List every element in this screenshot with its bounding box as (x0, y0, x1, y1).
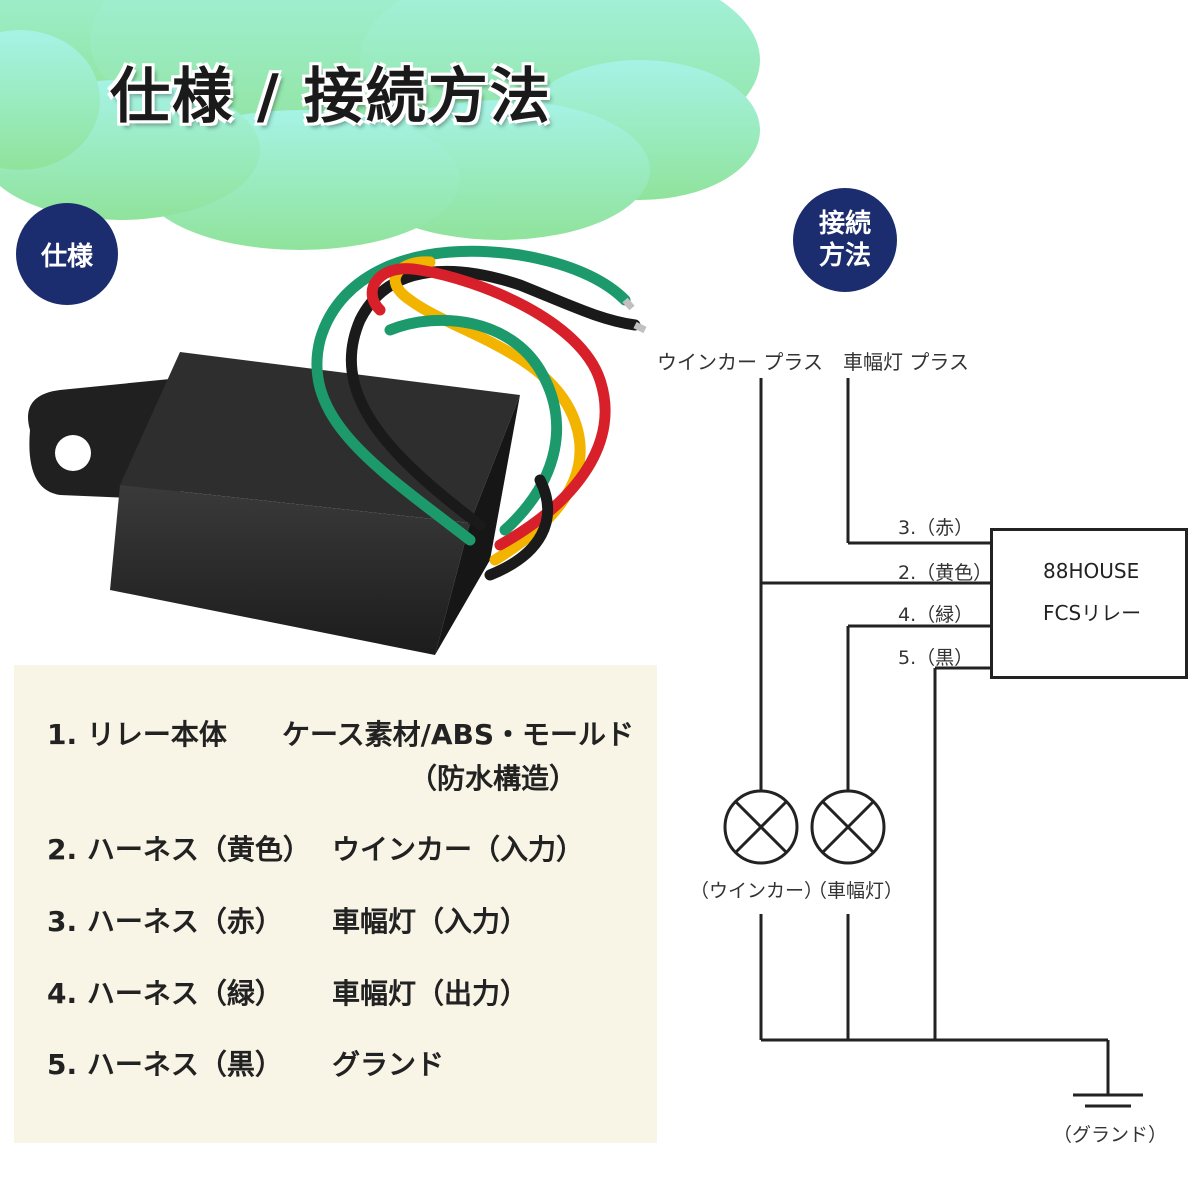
wire-yellow-label: 2.（黄色） (898, 562, 993, 584)
spec-row-1-value: ケース素材/ABS・モールド (282, 718, 635, 751)
wiring-diagram (759, 378, 1110, 1095)
relay-box: 88HOUSE FCSリレー (990, 528, 1188, 679)
marker-plus-label: 車幅灯 プラス (843, 350, 969, 374)
winker-plus-label: ウインカー プラス (657, 350, 823, 374)
winker-lamp-label: （ウインカー） (690, 880, 824, 902)
spec-row-4-label: 4. ハーネス（緑） (47, 977, 283, 1010)
marker-lamp-icon (810, 789, 886, 865)
spec-row-3-value: 車幅灯（入力） (332, 905, 529, 938)
page-title: 仕様 / 接続方法 (110, 62, 552, 132)
spec-row-4-value: 車幅灯（出力） (332, 977, 529, 1010)
spec-row-5-value: グランド (332, 1048, 445, 1081)
wire-red-label: 3.（赤） (898, 517, 974, 539)
ground-symbol (1073, 1093, 1143, 1108)
spec-row-2-label: 2. ハーネス（黄色） (47, 833, 311, 866)
spec-row-5-label: 5. ハーネス（黒） (47, 1048, 283, 1081)
wire-black-label: 5.（黒） (898, 647, 974, 669)
connection-badge-line1: 接続 (818, 209, 871, 239)
ground-label: （グランド） (1053, 1124, 1168, 1146)
connection-badge: 接続 方法 (793, 188, 897, 292)
relay-product-photo (28, 245, 647, 655)
spec-row-1-label: 1. リレー本体 (47, 718, 227, 751)
relay-model: FCSリレー (1043, 601, 1142, 625)
cloud-banner (0, 0, 760, 250)
spec-badge: 仕様 (16, 203, 118, 305)
spec-row-1-value-line2: （防水構造） (409, 762, 578, 795)
winker-lamp-icon (723, 789, 799, 865)
wire-green-label: 4.（緑） (898, 604, 974, 626)
spec-row-2-value: ウインカー（入力） (332, 833, 585, 866)
spec-panel: 1. リレー本体 ケース素材/ABS・モールド （防水構造） 2. ハーネス（黄… (14, 665, 657, 1143)
relay-brand: 88HOUSE (1043, 559, 1140, 583)
connection-badge-line2: 方法 (818, 241, 871, 271)
spec-badge-label: 仕様 (40, 241, 93, 272)
marker-lamp-label: （車幅灯） (808, 880, 904, 902)
spec-row-3-label: 3. ハーネス（赤） (47, 905, 283, 938)
